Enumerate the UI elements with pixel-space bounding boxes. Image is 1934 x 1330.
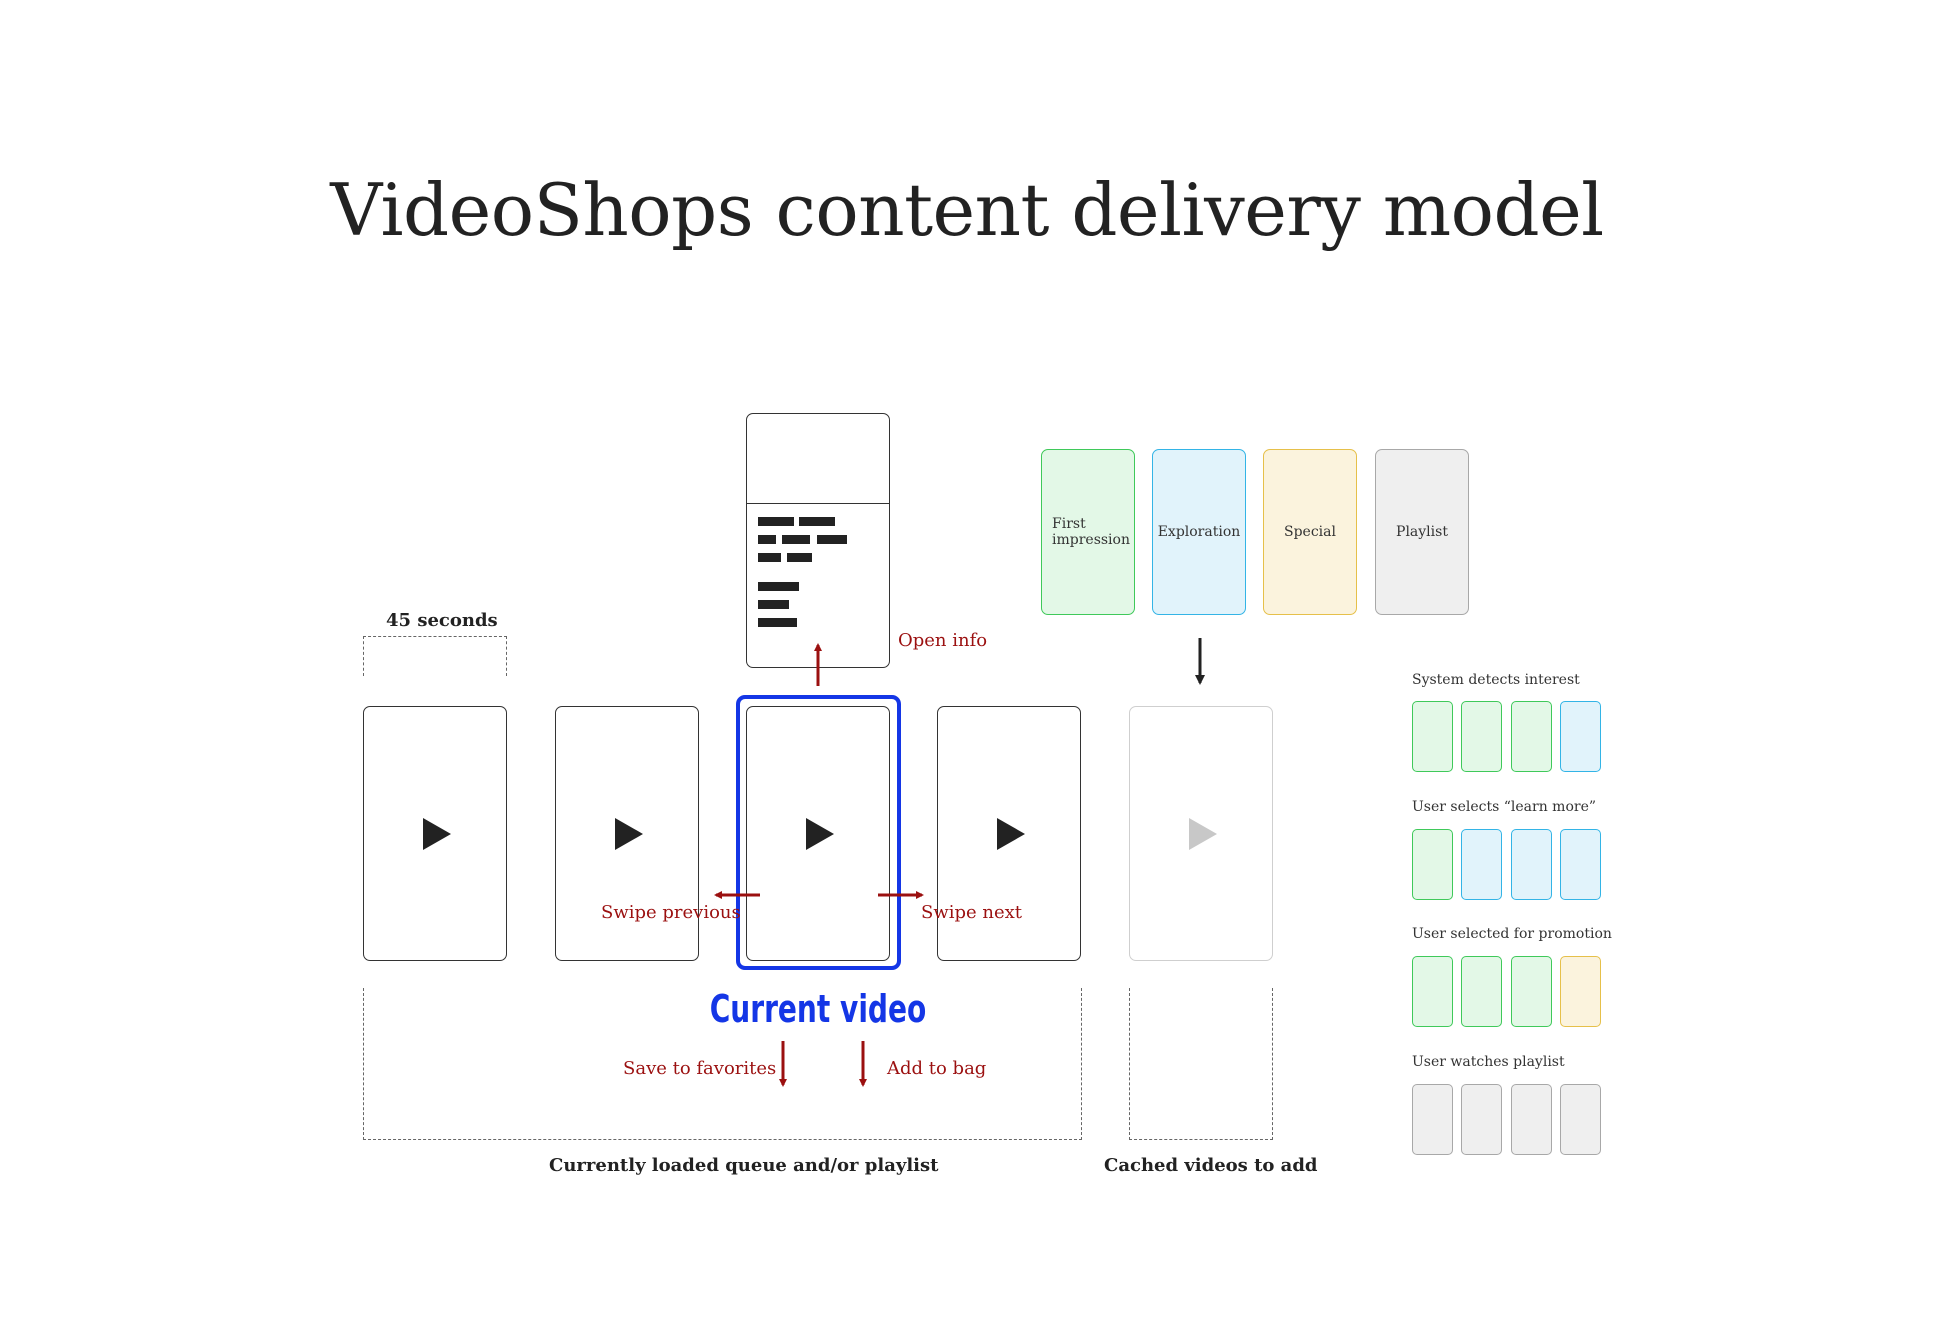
scenario-tile: [1511, 956, 1552, 1027]
video-card-previous-1[interactable]: [555, 706, 699, 961]
scenario-tile: [1461, 956, 1502, 1027]
add-to-bag-label: Add to bag: [887, 1058, 987, 1079]
queue-label: Currently loaded queue and/or playlist: [549, 1155, 939, 1176]
category-label: First impression: [1052, 516, 1130, 548]
scenario-tile: [1412, 1084, 1453, 1155]
play-icon: [423, 817, 451, 850]
scenario-tile: [1511, 829, 1552, 900]
scenario-tile: [1560, 956, 1601, 1027]
duration-bracket: [363, 636, 507, 676]
scenario-tile: [1412, 956, 1453, 1027]
open-info-label: Open info: [898, 630, 988, 651]
info-text-line: [799, 517, 835, 526]
scenario-label: User selects “learn more”: [1412, 799, 1597, 815]
save-to-favorites-label: Save to favorites: [623, 1058, 777, 1079]
current-video-label: Current video: [709, 987, 927, 1031]
scenario-tile: [1560, 829, 1601, 900]
info-text-line: [758, 582, 799, 591]
scenario-label: System detects interest: [1412, 672, 1580, 688]
info-text-line: [758, 517, 794, 526]
scenario-label: User selected for promotion: [1412, 926, 1612, 942]
queue-bracket: [363, 988, 1082, 1140]
info-text-line: [758, 618, 797, 627]
swipe-previous-label: Swipe previous: [601, 902, 741, 923]
category-label: Exploration: [1157, 524, 1241, 540]
swipe-next-label: Swipe next: [921, 902, 1023, 923]
video-card-previous-2[interactable]: [363, 706, 507, 961]
current-video-highlight: [736, 695, 901, 970]
scenario-tile: [1412, 701, 1453, 772]
page-title: VideoShops content delivery model: [330, 168, 1604, 252]
scenario-tile: [1560, 701, 1601, 772]
play-icon: [615, 817, 643, 850]
info-text-line: [782, 535, 810, 544]
category-exploration: Exploration: [1152, 449, 1246, 615]
scenario-tile: [1560, 1084, 1601, 1155]
play-icon: [1189, 817, 1217, 850]
info-text-line: [817, 535, 847, 544]
info-panel-card[interactable]: [746, 413, 890, 668]
scenario-tile: [1461, 829, 1502, 900]
category-special: Special: [1263, 449, 1357, 615]
info-text-line: [758, 553, 781, 562]
play-icon: [997, 817, 1025, 850]
scenario-tile: [1511, 701, 1552, 772]
scenario-tile: [1461, 1084, 1502, 1155]
scenario-tile: [1461, 701, 1502, 772]
scenario-label: User watches playlist: [1412, 1054, 1565, 1070]
duration-label: 45 seconds: [386, 610, 498, 631]
cached-label: Cached videos to add: [1104, 1155, 1318, 1176]
category-label: Special: [1284, 524, 1336, 540]
play-icon: [806, 817, 834, 850]
category-first-impression: First impression: [1041, 449, 1135, 615]
scenario-tile: [1412, 829, 1453, 900]
scenario-tile: [1511, 1084, 1552, 1155]
video-card-next[interactable]: [937, 706, 1081, 961]
info-text-line: [758, 600, 789, 609]
cached-bracket: [1129, 988, 1273, 1140]
info-text-line: [787, 553, 812, 562]
info-text-line: [758, 535, 776, 544]
category-label: Playlist: [1396, 524, 1448, 540]
video-card-current[interactable]: [746, 706, 890, 961]
info-panel-divider: [747, 503, 889, 504]
category-playlist: Playlist: [1375, 449, 1469, 615]
video-card-cached: [1129, 706, 1273, 961]
